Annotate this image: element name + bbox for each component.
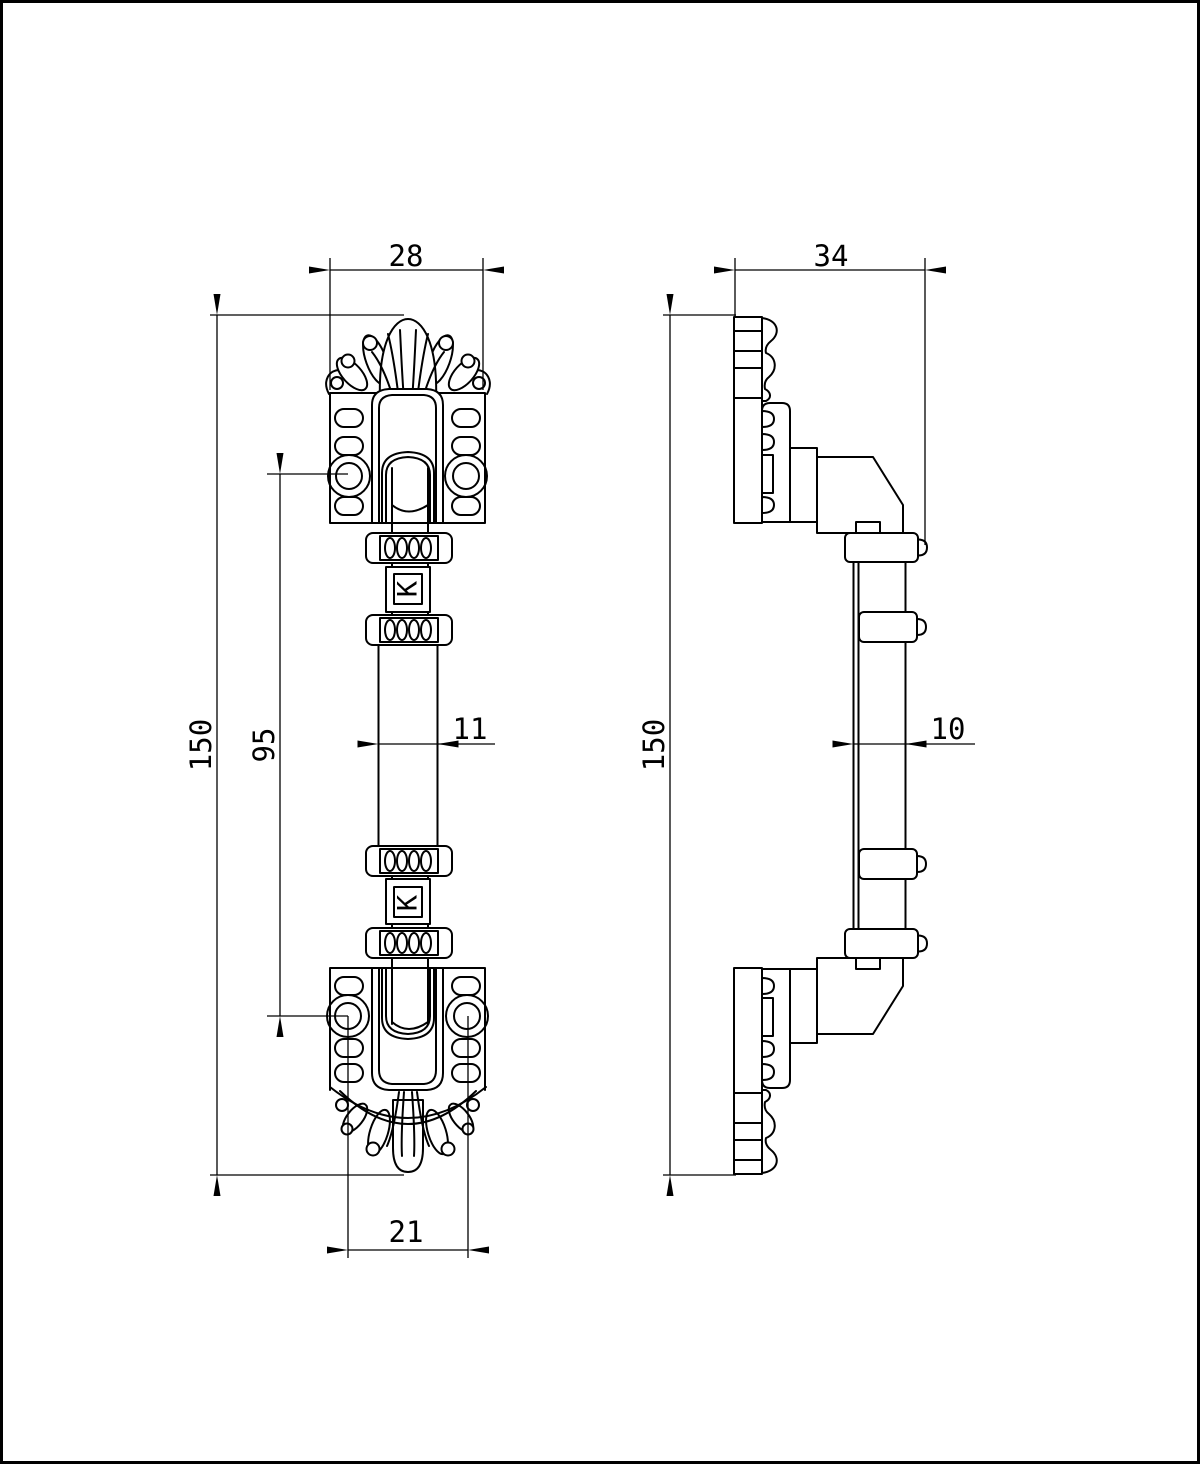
dimensions: 28 150 95 11 21 3 <box>184 239 975 1258</box>
petal-dot <box>440 1141 456 1157</box>
plate-layer-lines <box>733 330 763 399</box>
dim-overall-height-front: 150 <box>184 294 404 1196</box>
arch-recess <box>381 451 435 524</box>
collar-band-inner <box>379 617 439 643</box>
dim-text-10: 10 <box>931 712 966 746</box>
elbow <box>816 456 904 534</box>
arch-panel <box>371 967 444 1091</box>
collar-button <box>916 855 927 873</box>
slot <box>334 1063 364 1083</box>
mount-boss-right <box>445 994 489 1038</box>
boss-side-profile <box>761 410 775 428</box>
arch-panel-inner <box>378 394 437 524</box>
dim-bar-width: 11 <box>357 712 495 748</box>
right-scroll-eye <box>466 1098 480 1112</box>
arch-recess <box>381 967 435 1040</box>
dim-text-21: 21 <box>389 1215 424 1249</box>
petal-dot <box>438 335 454 351</box>
collar-ovals <box>384 619 432 641</box>
slot <box>451 1038 481 1058</box>
bottom-backplate <box>326 967 489 1091</box>
brand-logo-top: K <box>393 580 424 597</box>
slot <box>451 1063 481 1083</box>
swag-arc-inner <box>339 1090 477 1125</box>
petal-dot <box>365 1141 381 1157</box>
dim-text-11: 11 <box>453 712 488 746</box>
petal-dot <box>340 353 356 369</box>
collar-ovals <box>384 537 432 559</box>
crest-side-profile <box>761 317 778 402</box>
stem-cap <box>391 1021 429 1030</box>
collar-button <box>917 538 928 557</box>
collar-button <box>916 618 927 636</box>
neck-step <box>789 447 818 523</box>
dim-hole-spacing: 95 <box>247 453 348 1037</box>
bottom-palmette-ornament <box>329 1086 487 1173</box>
bar-collar <box>858 848 918 880</box>
mount-hole-right <box>452 462 480 490</box>
grip-bar-side <box>844 532 928 959</box>
mount-hole-left <box>335 462 363 490</box>
mount-boss-left <box>327 454 371 498</box>
bar-collar <box>844 928 919 959</box>
slot <box>451 408 481 428</box>
wall-bracket-lower <box>733 955 904 1175</box>
petal-dot <box>362 335 378 351</box>
dim-text-28: 28 <box>389 239 424 273</box>
logo-plate-inner <box>393 573 423 605</box>
wall-bracket <box>733 316 904 536</box>
slot-side-profile <box>761 454 774 494</box>
dim-bottom-hole-spacing: 21 <box>327 1016 489 1258</box>
dim-text-150-side: 150 <box>637 719 671 771</box>
stem-cap <box>391 504 429 513</box>
petal-dot <box>460 353 476 369</box>
collar-assembly <box>365 522 453 646</box>
left-scroll-eye <box>335 1098 349 1112</box>
bar-collar <box>858 611 918 643</box>
dim-plate-width: 28 <box>309 239 504 390</box>
boss-side-profile <box>761 496 775 514</box>
side-view <box>733 316 928 1175</box>
collar-button <box>917 934 928 953</box>
left-scroll-eye <box>330 376 344 390</box>
dim-overall-depth: 34 <box>714 239 946 545</box>
arch-panel <box>371 388 444 524</box>
dim-text-95: 95 <box>247 728 281 763</box>
slot <box>334 1038 364 1058</box>
mount-boss-right <box>444 454 488 498</box>
dim-bar-diameter: 10 <box>832 712 975 748</box>
mount-hole-right <box>453 1002 481 1030</box>
collar-band-inner <box>379 535 439 561</box>
top-crest-ornament <box>325 318 491 406</box>
grip-shaft <box>377 644 439 847</box>
bottom-plate <box>329 967 486 1091</box>
dim-text-150-front: 150 <box>184 719 218 771</box>
bar-collar <box>844 532 919 563</box>
petal-dot <box>340 1122 354 1136</box>
plate-side-profile <box>733 316 763 524</box>
slot <box>334 408 364 428</box>
right-scroll-eye <box>472 376 486 390</box>
dim-overall-height-side: 150 <box>637 294 736 1196</box>
central-drop-petal <box>392 1099 424 1173</box>
top-backplate <box>327 388 488 524</box>
brand-logo-bottom: K <box>393 894 424 911</box>
dim-text-34: 34 <box>814 239 849 273</box>
arch-panel-inner <box>378 967 437 1085</box>
boss-side-profile <box>761 433 775 451</box>
